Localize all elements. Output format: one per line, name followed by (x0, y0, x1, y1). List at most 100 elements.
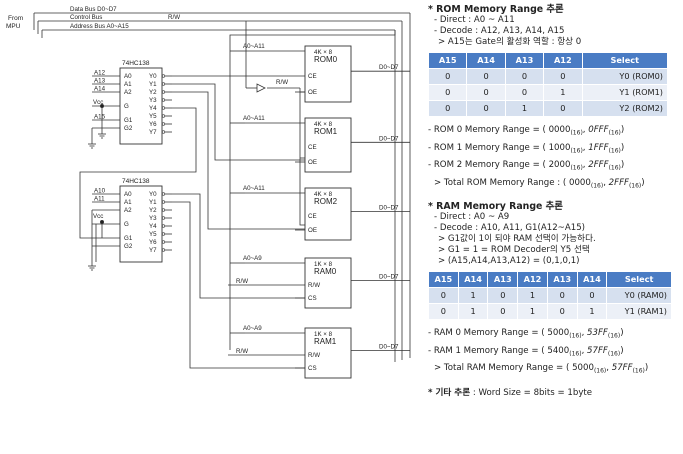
decoder1-input-label: A15 (94, 114, 106, 121)
memory-range-notes: * ROM Memory Range 추론 - Direct : A0 ~ A1… (427, 2, 680, 399)
decoder2-pin-g: G (124, 221, 129, 228)
decoder2-pin-g1: G1 (124, 235, 133, 242)
rom-ranges: - ROM 0 Memory Range = ( 0000(16), 0FFF(… (428, 123, 680, 194)
decoder2-out-y4: Y4 (149, 223, 157, 230)
chip-name-label: ROM1 (314, 127, 338, 136)
chip-pin-label: OE (308, 227, 317, 234)
chip-address-label: A0~A9 (243, 325, 262, 332)
decoder2-out-y3: Y3 (149, 215, 157, 222)
ram-range-line: - RAM 1 Memory Range = ( 5400(16), 57FF(… (428, 345, 624, 358)
wiring (33, 12, 411, 379)
inversion-bubble (161, 130, 166, 134)
other-heading: * 기타 추론 (428, 388, 471, 399)
ram-table-cell: 1 (457, 286, 489, 304)
ram-y5-note: > G1 = 1 = ROM Decoder의 Y5 선택 (438, 244, 590, 255)
ram-table-header-cell: A13 (546, 270, 578, 288)
rom-table-cell: 0 (466, 68, 506, 85)
chip-size-label: 4K × 8 (314, 121, 333, 128)
decoder1-pin-a2: A2 (124, 89, 132, 96)
inversion-bubble (161, 98, 166, 102)
decoder1-out-y1: Y1 (149, 81, 157, 88)
chip-address-label: A0~A11 (243, 115, 265, 122)
rom-table-cell: 0 (504, 68, 545, 85)
rom-table-header-cell: A12 (543, 52, 583, 69)
ram-heading: * RAM Memory Range 추론 (428, 200, 563, 212)
inversion-bubble (161, 200, 166, 204)
chip-size-label: 1K × 8 (314, 331, 333, 338)
rom-table-cell: 0 (466, 84, 506, 101)
chip-rw-label: R/W (236, 348, 248, 355)
ram-table-cell: 1 (576, 302, 608, 320)
decoder2-out-y2: Y2 (149, 207, 157, 214)
rom-table-cell: 0 (543, 100, 583, 117)
rom-decode-line: - Decode : A12, A13, A14, A15 (434, 26, 565, 36)
rom-table-header-cell: A15 (427, 52, 468, 69)
decoder1-out-y3: Y3 (149, 97, 157, 104)
rom-range-line: - ROM 0 Memory Range = ( 0000(16), 0FFF(… (428, 125, 625, 137)
decoder2-out-y6: Y6 (149, 239, 157, 246)
ram-decode-line: - Decode : A10, A11, G1(A12~A15) (434, 222, 586, 233)
ram-range-line: - RAM 0 Memory Range = ( 5000(16), 53FF(… (428, 327, 624, 340)
chip-address-label: A0~A9 (243, 255, 262, 262)
ram-ranges: - RAM 0 Memory Range = ( 5000(16), 53FF(… (428, 326, 680, 379)
chip-data-label: D0~D7 (379, 344, 399, 351)
ram-table-cell: 0 (428, 302, 459, 320)
chip-address-label: A0~A11 (243, 43, 265, 50)
decoder2-pin-a2: A2 (124, 207, 132, 214)
rom-section: * ROM Memory Range 추론 - Direct : A0 ~ A1… (427, 4, 680, 194)
ram-table-cell: 0 (428, 286, 459, 304)
memory-chip-rom0 (304, 45, 352, 103)
decoder2-out-y1: Y1 (149, 199, 157, 206)
decoder2-title: 74HC138 (122, 178, 150, 185)
chip-size-label: 1K × 8 (314, 261, 333, 268)
rom-table-cell: 0 (504, 84, 545, 101)
vcc-label-decoder1: Vcc (93, 99, 103, 106)
inversion-bubble (161, 216, 166, 220)
ram-table-cell: Y1 (RAM1) (606, 302, 672, 320)
chip-data-label: D0~D7 (379, 274, 399, 281)
control-bus-label: Control Bus (70, 14, 102, 21)
chip-rw-label: R/W (236, 278, 248, 285)
chip-name-label: ROM0 (314, 55, 338, 64)
decoder1-out-y7: Y7 (149, 129, 157, 136)
y1-to-ram1-wire (172, 201, 305, 369)
chip-pin-label: OE (308, 159, 317, 166)
chip-pin-label: R/W (308, 352, 320, 359)
decoder2-out-y0: Y0 (149, 191, 157, 198)
ram-section: * RAM Memory Range 추론 - Direct : A0 ~ A9… (428, 201, 680, 379)
rom-direct-line: - Direct : A0 ~ A11 (434, 15, 515, 25)
inversion-bubble (161, 90, 166, 94)
decoder1-pin-g: G (124, 103, 129, 110)
address-bus-label: Address Bus A0~A15 (70, 23, 129, 30)
rom-table-header-cell: A14 (466, 52, 506, 69)
chip-data-label: D0~D7 (379, 204, 399, 211)
chip-address-label: A0~A11 (243, 185, 265, 192)
decoder1-out-y2: Y2 (149, 89, 157, 96)
memory-chip-ram0 (304, 257, 352, 309)
inversion-bubble (161, 74, 166, 78)
ram-table-header-cell: A14 (457, 270, 489, 288)
ram-range-line: > Total RAM Memory Range = ( 5000(16), 5… (434, 363, 649, 376)
chip-pin-label: CE (308, 213, 317, 220)
rom-table-cell: Y1 (ROM1) (581, 84, 668, 101)
inversion-bubble (161, 192, 166, 196)
inversion-bubble (161, 106, 166, 110)
y2-to-rom2-wire (172, 91, 305, 230)
other-note: * 기타 추론 : Word Size = 8bits = 1byte (428, 388, 680, 399)
inversion-bubble (161, 122, 166, 126)
memory-chip-rom2 (304, 187, 352, 241)
data-bus-label: Data Bus D0~D7 (70, 6, 117, 13)
inversion-bubble (161, 114, 166, 118)
inversion-bubble (161, 248, 166, 252)
rom-table-cell: 1 (543, 84, 583, 101)
inverter-icon (256, 83, 266, 93)
rom-range-line: - ROM 2 Memory Range = ( 2000(16), 2FFF(… (428, 160, 625, 173)
ram-table-cell: 1 (457, 302, 489, 320)
chip-pin-label: CS (308, 365, 317, 372)
